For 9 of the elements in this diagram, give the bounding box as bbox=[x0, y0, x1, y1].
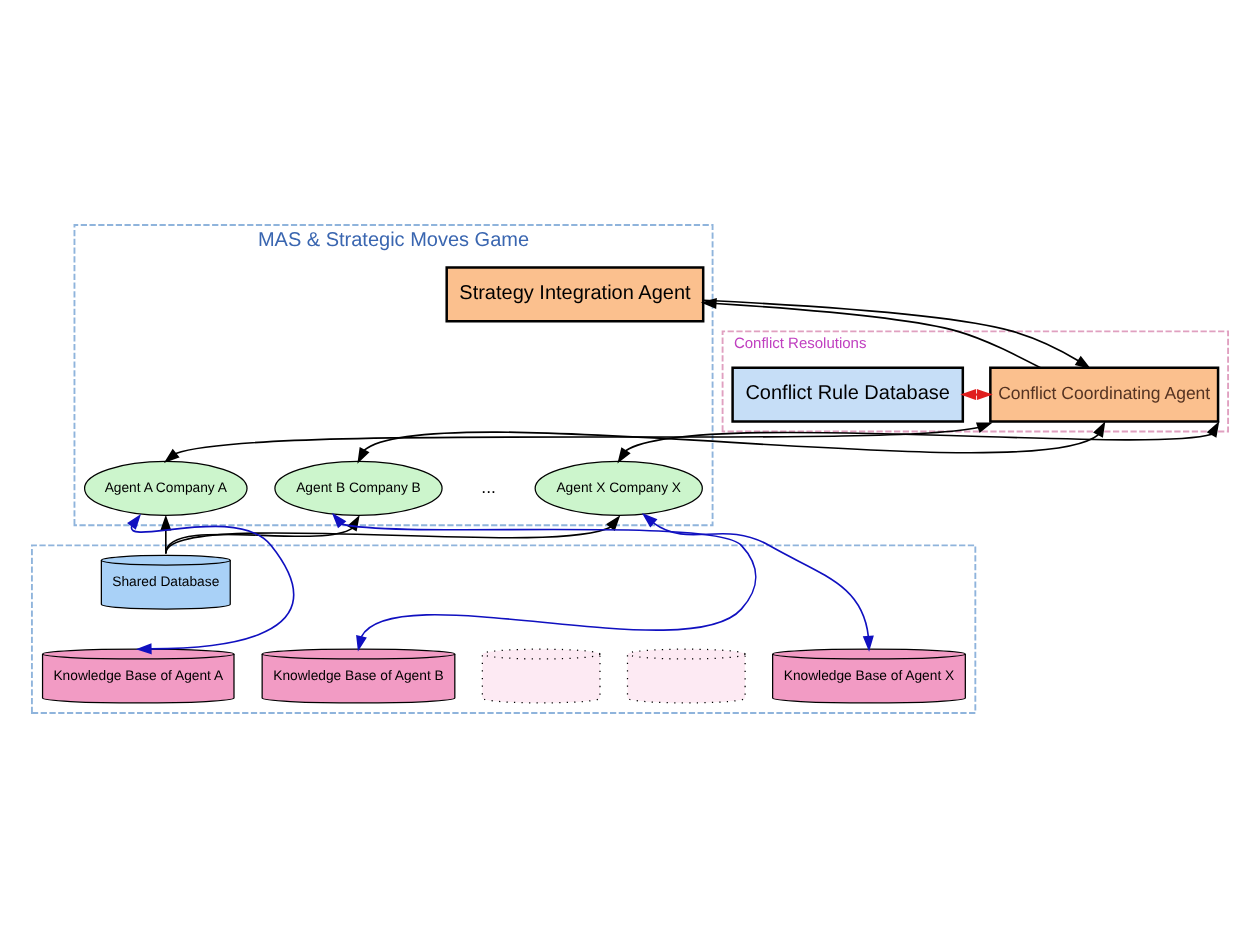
arrow bbox=[357, 421, 1106, 464]
node-box: Conflict Rule Database bbox=[731, 366, 965, 423]
label: ... bbox=[481, 477, 496, 498]
node-box: Conflict Coordinating Agent bbox=[989, 366, 1220, 423]
arrow bbox=[163, 422, 993, 464]
arrow bbox=[641, 513, 874, 652]
node-box: Strategy Integration Agent bbox=[445, 266, 705, 323]
arrow bbox=[617, 421, 1220, 464]
cluster bbox=[31, 544, 977, 714]
